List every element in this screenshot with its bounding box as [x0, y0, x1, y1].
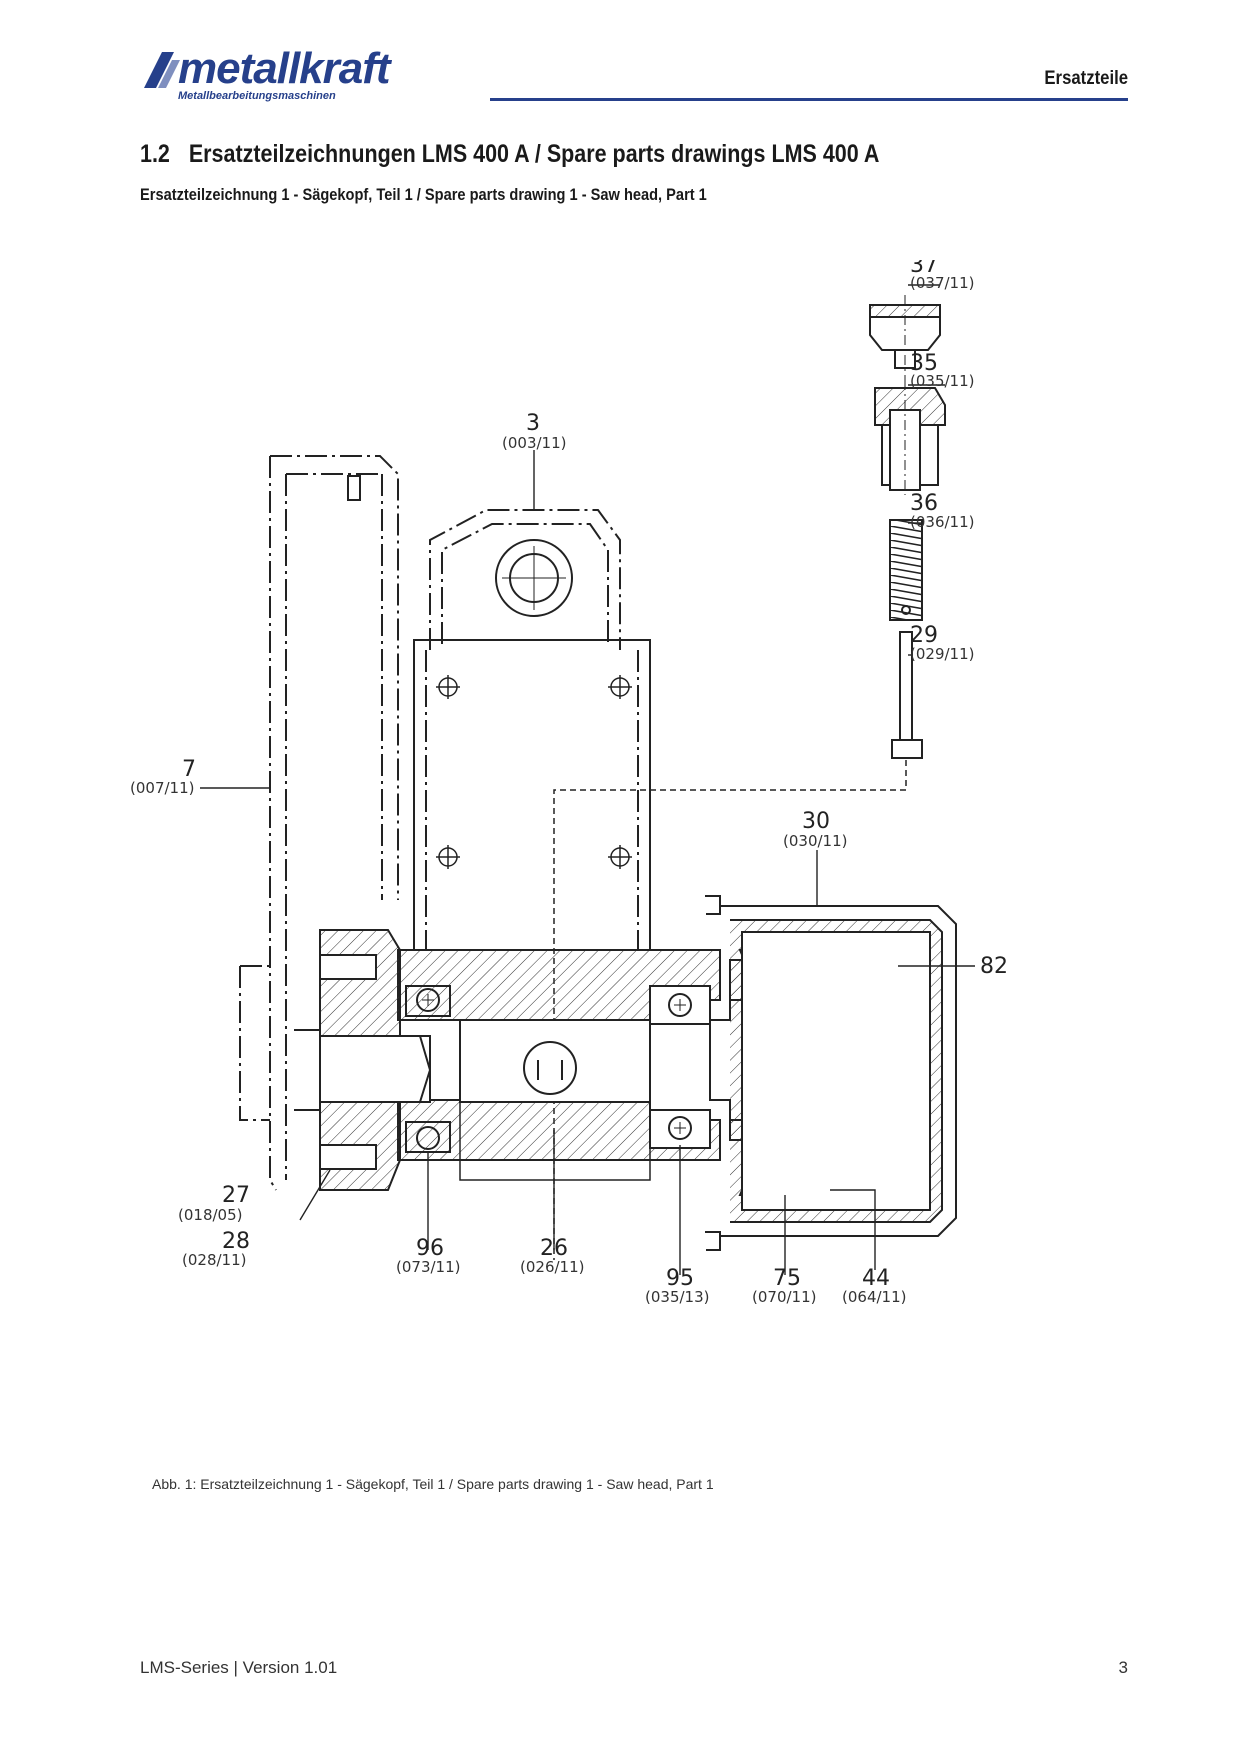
brand-name: metallkraft [178, 44, 391, 93]
svg-text:27: 27 [222, 1183, 250, 1208]
spare-parts-drawing: 37(037/11) 35(035/11) 3(003/11) 36(036/1… [130, 260, 1130, 1460]
callout-95: 95(035/13) [645, 1266, 709, 1306]
callout-35: 35(035/11) [910, 351, 974, 390]
svg-text:26: 26 [540, 1236, 568, 1261]
section-number: 1.2 [140, 140, 170, 168]
svg-text:75: 75 [773, 1266, 801, 1291]
callout-27: 27(018/05) [178, 1183, 250, 1224]
section-title-text: Ersatzteilzeichnungen LMS 400 A / Spare … [188, 140, 880, 168]
callout-7: 7(007/11) [130, 757, 196, 797]
callout-82: 82 [980, 954, 1008, 979]
svg-text:95: 95 [666, 1266, 694, 1291]
shaft-housing [294, 895, 957, 1251]
callout-75: 75(070/11) [752, 1266, 816, 1306]
svg-text:(035/11): (035/11) [910, 372, 974, 390]
svg-text:7: 7 [182, 757, 196, 782]
part-7-arm [239, 455, 399, 1191]
logo-mark-icon [144, 52, 180, 88]
svg-text:3: 3 [526, 411, 540, 436]
svg-text:30: 30 [802, 809, 830, 834]
svg-text:(007/11): (007/11) [130, 779, 194, 797]
svg-text:(070/11): (070/11) [752, 1288, 816, 1306]
callout-44: 44(064/11) [842, 1266, 906, 1306]
callout-3: 3(003/11) [502, 411, 566, 452]
svg-text:(064/11): (064/11) [842, 1288, 906, 1306]
callout-37: 37(037/11) [910, 260, 974, 292]
callout-26: 26(026/11) [520, 1236, 584, 1276]
svg-text:96: 96 [416, 1236, 444, 1261]
brand-logo: metallkraft Metallbearbeitungsmaschinen [140, 44, 470, 108]
header-section-label: Ersatzteile [1044, 68, 1128, 89]
callout-96: 96(073/11) [396, 1236, 460, 1276]
callout-29: 29(029/11) [910, 623, 974, 663]
footer-version: LMS-Series | Version 1.01 [140, 1658, 338, 1677]
svg-text:(028/11): (028/11) [182, 1251, 246, 1269]
page-number: 3 [1118, 1658, 1128, 1677]
drawing-canvas: 37(037/11) 35(035/11) 3(003/11) 36(036/1… [130, 260, 1008, 1306]
svg-text:35: 35 [910, 351, 938, 376]
part-36-spring [889, 519, 923, 621]
svg-text:36: 36 [910, 491, 938, 516]
svg-text:(029/11): (029/11) [910, 645, 974, 663]
part-3-bracket [413, 509, 651, 951]
figure-caption: Abb. 1: Ersatzteilzeichnung 1 - Sägekopf… [152, 1476, 714, 1492]
drawing-subtitle: Ersatzteilzeichnung 1 - Sägekopf, Teil 1… [140, 185, 707, 204]
section-title: 1.2 Ersatzteilzeichnungen LMS 400 A / Spa… [140, 140, 879, 169]
svg-text:(018/05): (018/05) [178, 1206, 242, 1224]
part-35-sleeve [874, 380, 946, 495]
callout-28: 28(028/11) [182, 1229, 250, 1269]
svg-text:(026/11): (026/11) [520, 1258, 584, 1276]
callout-30: 30(030/11) [783, 809, 847, 850]
svg-text:(036/11): (036/11) [910, 513, 974, 531]
svg-text:(035/13): (035/13) [645, 1288, 709, 1306]
brand-tagline: Metallbearbeitungsmaschinen [178, 90, 336, 102]
svg-text:37: 37 [910, 260, 938, 278]
svg-text:28: 28 [222, 1229, 250, 1254]
header-rule [490, 98, 1128, 101]
svg-text:(003/11): (003/11) [502, 434, 566, 452]
svg-text:(030/11): (030/11) [783, 832, 847, 850]
svg-text:29: 29 [910, 623, 938, 648]
svg-text:44: 44 [862, 1266, 890, 1291]
svg-text:(073/11): (073/11) [396, 1258, 460, 1276]
callout-36: 36(036/11) [910, 491, 974, 531]
part-37-knob [869, 295, 941, 380]
svg-text:(037/11): (037/11) [910, 274, 974, 292]
svg-text:82: 82 [980, 954, 1008, 979]
